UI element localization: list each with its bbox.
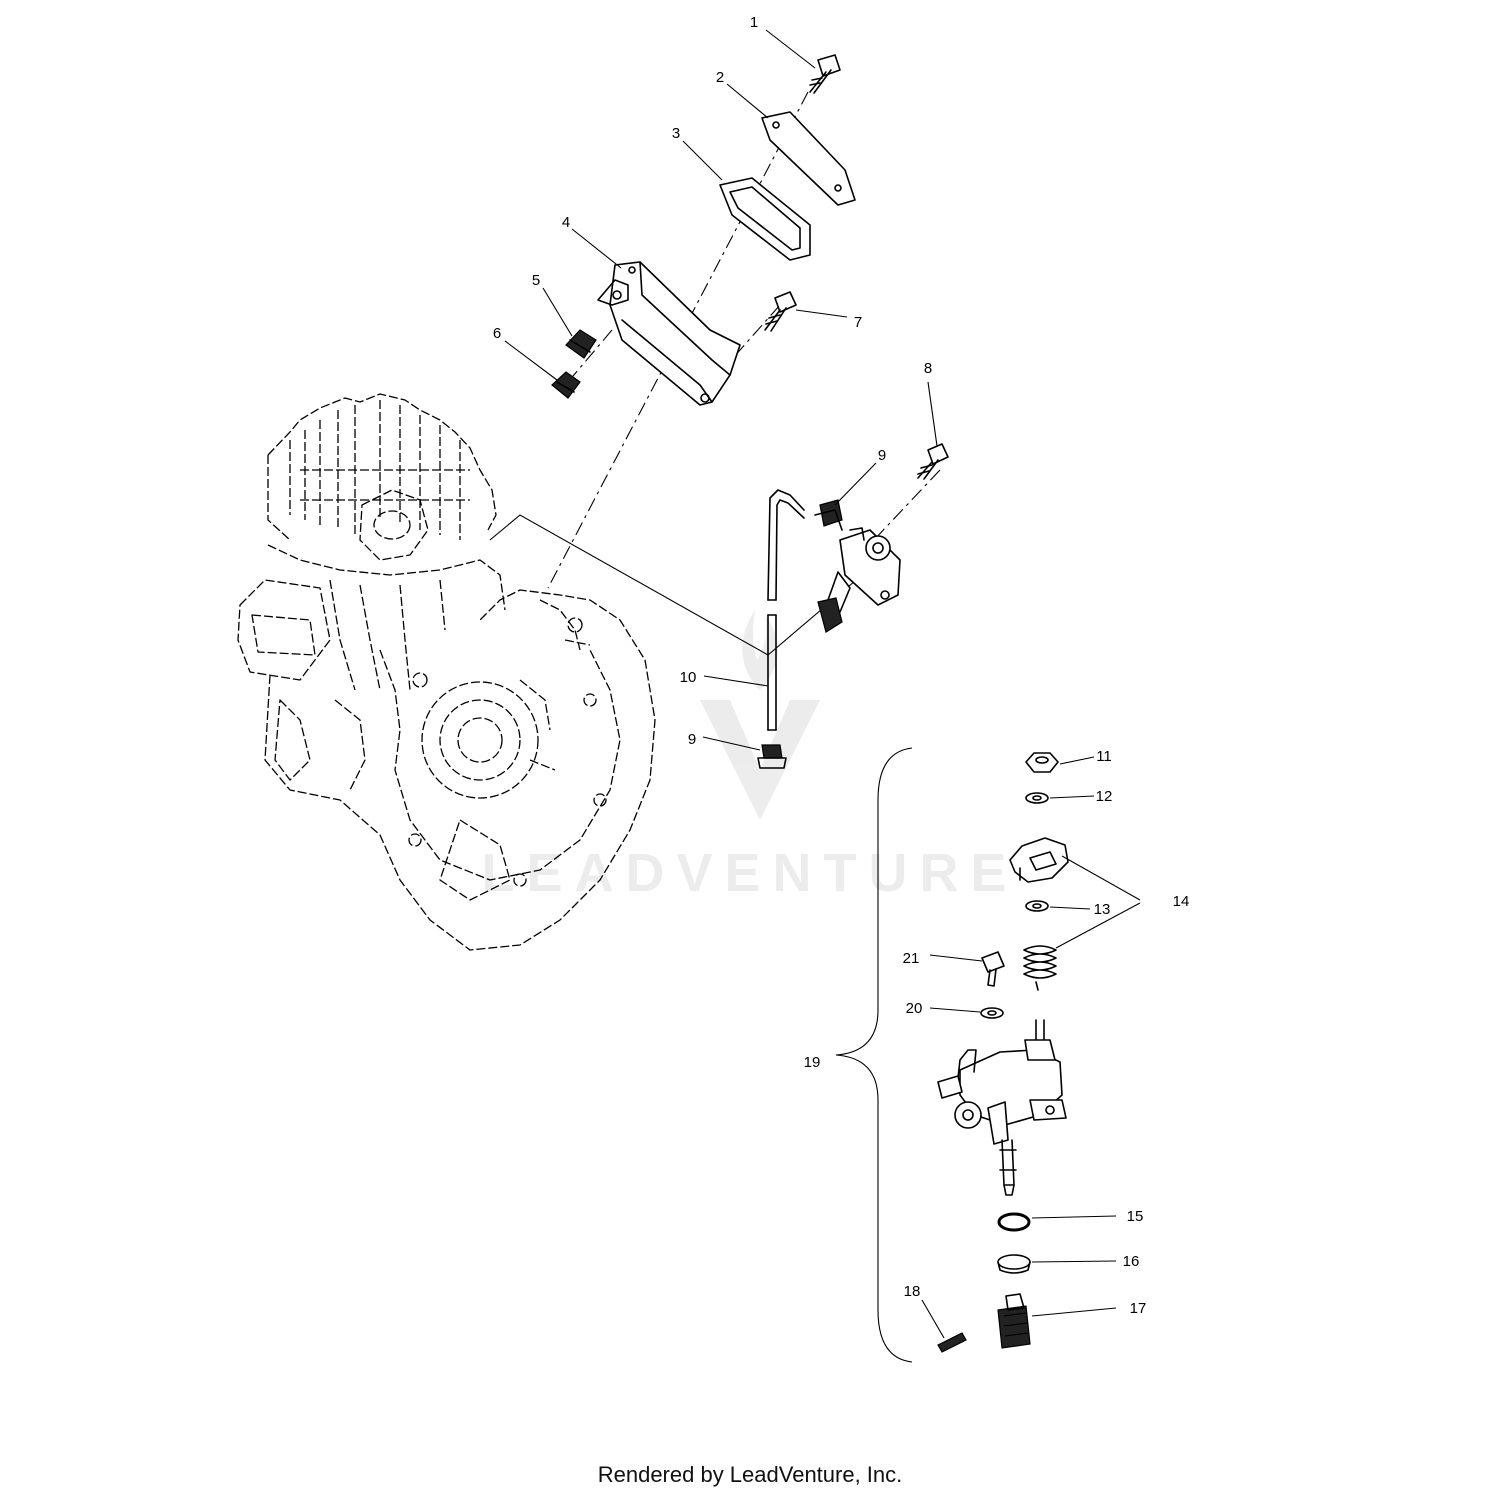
washer-20 [980, 1007, 1004, 1019]
grommet-5 [565, 329, 597, 359]
callout-1: 1 [750, 14, 758, 31]
callout-20: 20 [906, 1000, 923, 1017]
bolt-part [809, 54, 841, 94]
oil-pump-assembled [817, 527, 901, 633]
callout-3: 3 [672, 125, 680, 142]
callout-21: 21 [903, 950, 920, 967]
pin-18 [937, 1332, 967, 1353]
pump-arm-14 [1009, 837, 1069, 883]
callout-10: 10 [680, 669, 697, 686]
callout-9-upper: 9 [878, 447, 886, 464]
screw-7 [764, 291, 797, 332]
callout-9-lower: 9 [688, 731, 696, 748]
callout-4: 4 [562, 214, 570, 231]
oil-pump-body-19 [937, 1019, 1067, 1196]
callout-2: 2 [716, 69, 724, 86]
callout-19: 19 [804, 1054, 821, 1071]
grommet-6 [551, 371, 581, 399]
nut-11 [1025, 752, 1059, 773]
callout-11: 11 [1096, 748, 1112, 765]
callout-14: 14 [1173, 893, 1190, 910]
washer-12 [1025, 792, 1049, 804]
footer-credit: Rendered by LeadVenture, Inc. [597, 1462, 903, 1487]
oil-housing [597, 261, 741, 406]
leader-lines [504, 29, 1141, 1339]
cover-plate [761, 111, 856, 206]
o-ring-15 [997, 1212, 1031, 1232]
callout-6: 6 [493, 325, 501, 342]
oil-hose [767, 489, 805, 731]
callout-16: 16 [1123, 1253, 1140, 1270]
bolt-21 [981, 951, 1005, 987]
callout-labels: 1 2 3 4 5 6 7 8 9 10 9 11 12 14 13 21 20… [493, 14, 1190, 1317]
callout-7: 7 [854, 314, 862, 331]
callout-8: 8 [924, 360, 932, 377]
gear-17 [997, 1293, 1031, 1349]
clamp-upper [814, 499, 843, 531]
engine-block [237, 393, 656, 951]
callout-15: 15 [1127, 1208, 1144, 1225]
gasket [719, 177, 811, 261]
seal-16 [997, 1254, 1031, 1274]
callout-5: 5 [532, 272, 540, 289]
clamp-lower [757, 744, 787, 769]
washer-13 [1025, 900, 1049, 912]
watermark-text: LEADVENTURE [481, 843, 1019, 903]
screw-8 [917, 443, 949, 480]
spring-14 [1023, 945, 1057, 991]
callout-18: 18 [904, 1283, 921, 1300]
callout-17: 17 [1130, 1300, 1147, 1317]
watermark-logo [700, 610, 820, 820]
assembly-brace [835, 747, 913, 1363]
callout-13: 13 [1094, 901, 1111, 918]
callout-12: 12 [1096, 788, 1113, 805]
